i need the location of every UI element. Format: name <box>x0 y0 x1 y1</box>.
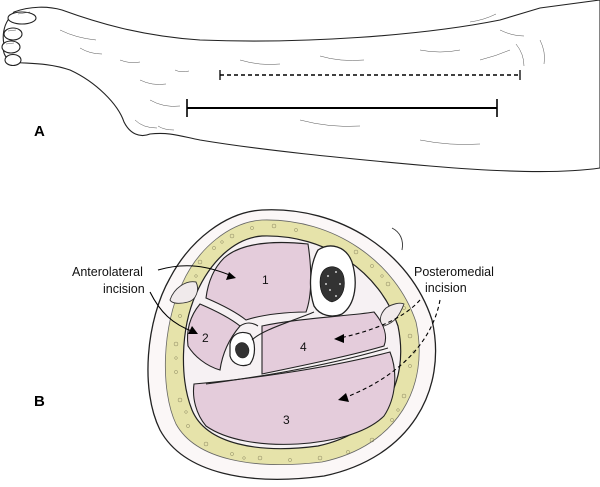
anterolateral-arrows <box>149 265 233 333</box>
posteromedial-arrowheads <box>334 334 349 402</box>
compartment-1-anterior <box>205 242 312 321</box>
compartment-3-superficial-posterior <box>192 351 396 445</box>
panel-b-cross-section: 1 2 3 4 Anterolateral incision Posterome… <box>34 209 494 480</box>
panel-a-leg-illustration: A <box>1 0 600 173</box>
solid-incision-line <box>186 99 498 117</box>
anterolateral-arrowheads <box>188 272 236 334</box>
compartment-2-lateral <box>186 303 241 371</box>
panel-a-label: A <box>34 123 45 140</box>
tibia-marrow-speckle <box>325 271 341 297</box>
leg-shading <box>59 13 545 145</box>
posteromedial-callout-line1: Posteromedial <box>414 265 494 279</box>
toes <box>1 11 37 67</box>
fibula-marrow <box>235 342 250 359</box>
anterolateral-callout-line2: incision <box>103 282 145 296</box>
panel-b-label: B <box>34 393 45 410</box>
intermuscular-septa <box>205 311 389 385</box>
dashed-incision-line <box>219 70 521 80</box>
tibia-marrow <box>319 266 345 303</box>
posteromedial-callout-line2: incision <box>425 281 467 295</box>
compartment-1-label: 1 <box>262 273 269 287</box>
compartment-2-label: 2 <box>202 331 209 345</box>
anterolateral-callout-line1: Anterolateral <box>72 265 143 279</box>
compartment-4-deep-posterior <box>261 311 387 375</box>
leg-outline <box>2 0 600 173</box>
compartment-4-label: 4 <box>300 340 307 354</box>
incision-skin-flaps <box>169 227 405 327</box>
fat-texture <box>173 223 416 462</box>
posteromedial-arrows <box>339 299 441 399</box>
compartment-3-label: 3 <box>283 413 290 427</box>
